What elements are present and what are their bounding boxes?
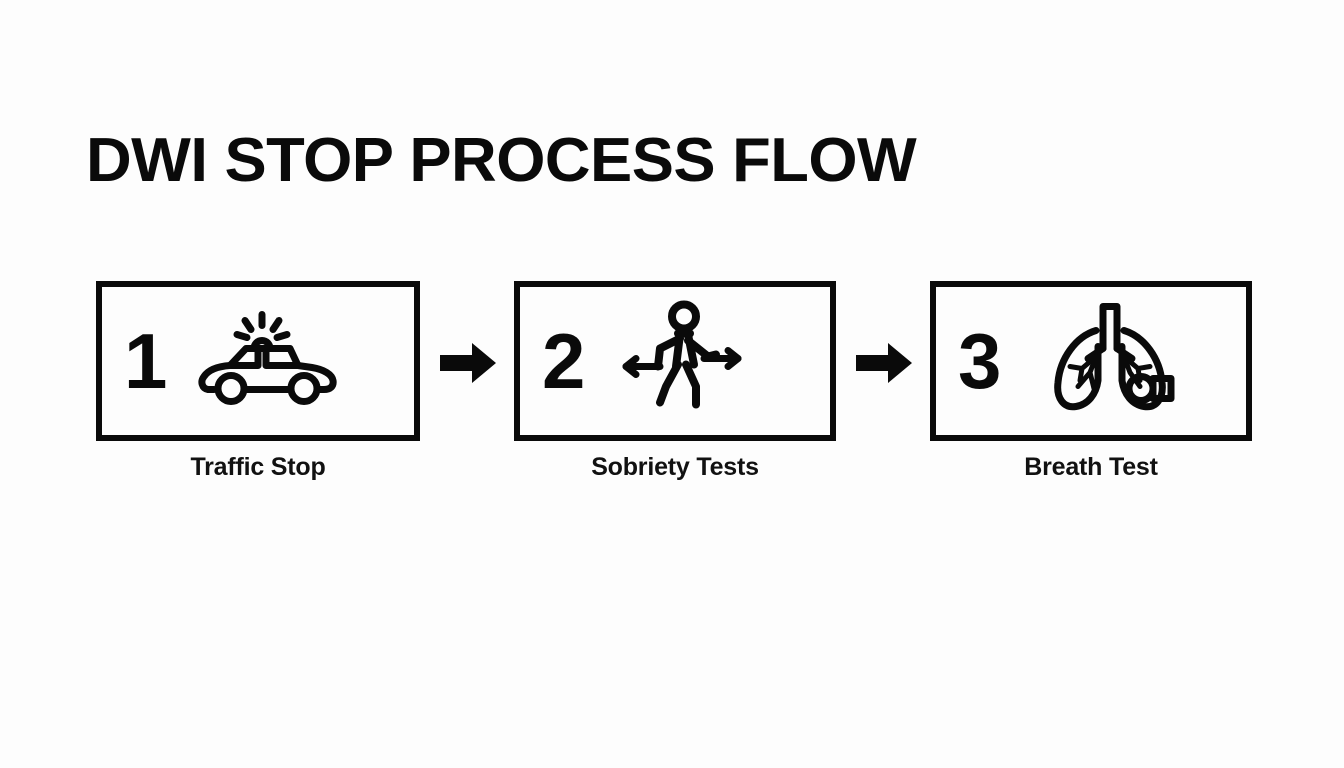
step-2-number: 2 xyxy=(542,317,585,405)
step-2-box[interactable]: 2 xyxy=(514,281,836,441)
page-title: DWI STOP PROCESS FLOW xyxy=(86,126,917,195)
step-3-number: 3 xyxy=(958,317,1001,405)
process-flow-row: 1 xyxy=(96,281,1252,501)
step-3-box[interactable]: 3 xyxy=(930,281,1252,441)
lungs-breathalyzer-icon xyxy=(1044,301,1184,422)
process-step-1[interactable]: 1 xyxy=(96,281,420,481)
process-step-2[interactable]: 2 xyxy=(514,281,836,481)
police-car-icon xyxy=(194,309,342,414)
step-1-number: 1 xyxy=(124,317,167,405)
walking-person-icon xyxy=(616,300,746,422)
step-3-label: Breath Test xyxy=(1024,453,1158,481)
arrow-step-2-to-3 xyxy=(856,341,914,385)
step-1-label: Traffic Stop xyxy=(190,453,326,481)
step-2-label: Sobriety Tests xyxy=(591,453,759,481)
process-step-3[interactable]: 3 xyxy=(930,281,1252,481)
step-1-box[interactable]: 1 xyxy=(96,281,420,441)
arrow-step-1-to-2 xyxy=(440,341,498,385)
